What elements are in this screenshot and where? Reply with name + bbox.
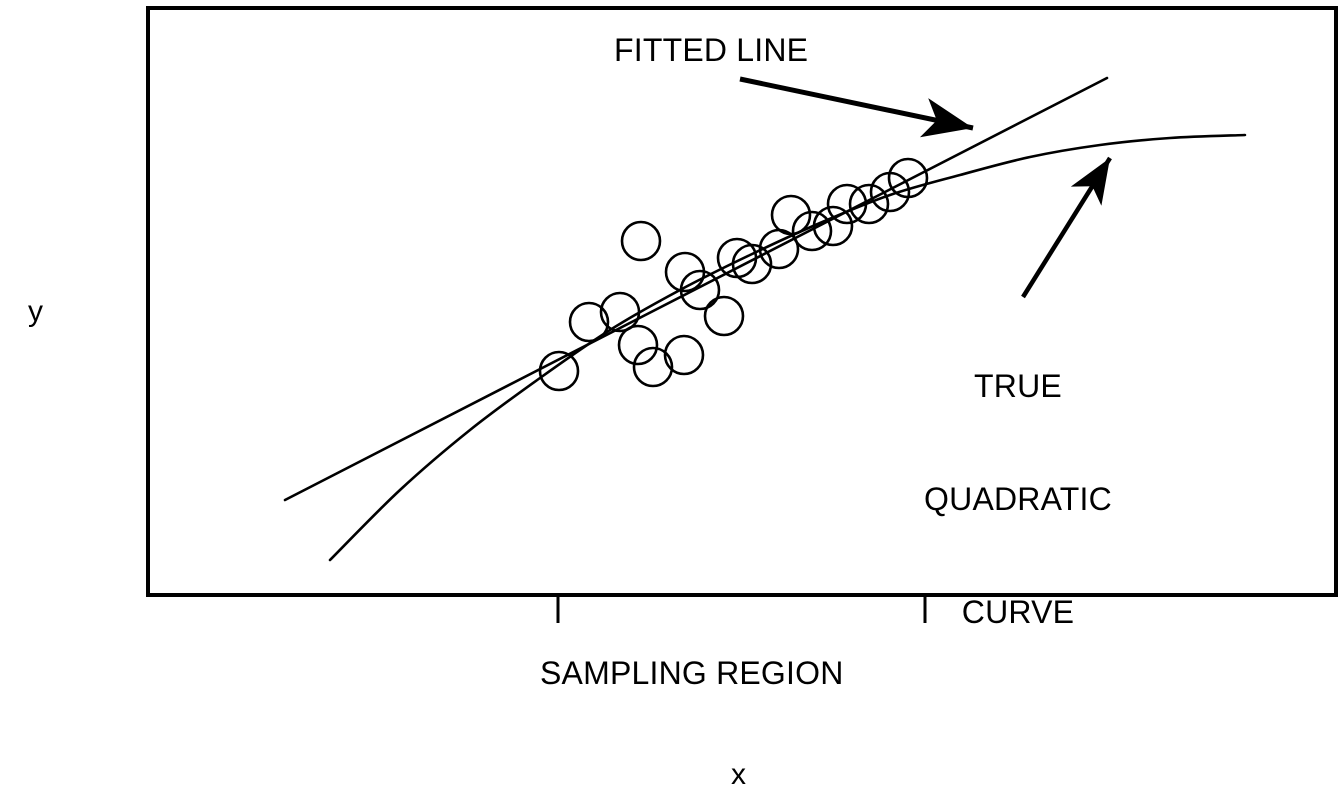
scatter-points-group [538,157,929,392]
fitted-line-label: FITTED LINE [614,32,809,68]
sampling-region-label: SAMPLING REGION [540,655,844,691]
fitted-line-arrow [739,76,974,138]
true-curve-label-line-1: TRUE [974,367,1062,404]
data-point [599,291,641,333]
data-point [812,205,854,247]
data-point [538,350,580,392]
true-curve-label-line-2: QUADRATIC [924,480,1112,517]
data-point [887,157,929,199]
data-point [791,210,833,252]
data-point [770,194,812,236]
true-quadratic-curve-label: TRUE QUADRATIC CURVE [888,292,1148,707]
data-point [826,183,868,225]
data-point [620,220,662,262]
data-point [632,346,674,388]
data-point [568,301,610,343]
data-point [703,295,745,337]
true-curve-arrow [1021,156,1112,299]
data-point [617,324,659,366]
true-quadratic-curve [328,133,1247,562]
callout-arrows [739,76,1112,299]
x-axis-label: x [731,758,746,791]
x-axis-ticks [556,595,927,623]
data-point [679,269,721,311]
data-point [663,334,705,376]
data-point [731,243,773,285]
y-axis-label: y [28,295,43,328]
true-curve-label-line-3: CURVE [961,594,1075,630]
data-point [848,183,890,225]
plot-frame [146,6,1338,597]
